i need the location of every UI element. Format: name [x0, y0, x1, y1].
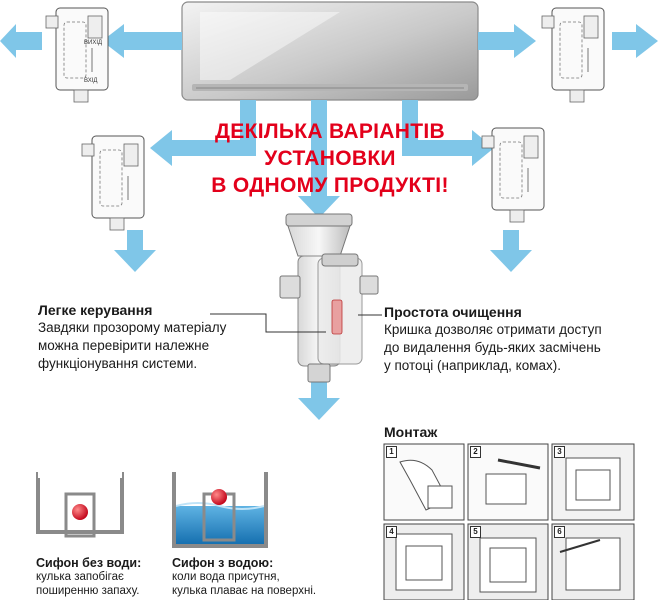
siphon-wet-line-2: кулька плаває на поверхні.: [172, 585, 317, 597]
mounting-step-number: 4: [386, 526, 397, 538]
easy-cleaning-line-3: у потоці (наприклад, комах).: [384, 358, 562, 373]
mounting-step-number: 6: [554, 526, 565, 538]
siphon-wet-diagram: [172, 468, 268, 548]
siphon-dry-line-2: поширенню запаху.: [36, 585, 140, 597]
easy-cleaning-line-1: Кришка дозволяє отримати доступ: [384, 322, 602, 337]
headline: ДЕКІЛЬКА ВАРІАНТІВ УСТАНОВКИ В ОДНОМУ ПР…: [160, 118, 500, 199]
easy-control-line-3: функціонування системи.: [38, 356, 198, 371]
headline-line-1: ДЕКІЛЬКА ВАРІАНТІВ: [215, 120, 445, 143]
mounting-step-number: 2: [470, 446, 481, 458]
easy-cleaning-title: Простота очищення: [384, 304, 522, 320]
siphon-wet-title: Сифон з водою:: [172, 556, 274, 570]
mounting-step-number: 1: [386, 446, 397, 458]
easy-control-line-1: Завдяки прозорому матеріалу: [38, 320, 227, 335]
callout-lines: [210, 313, 382, 333]
air-conditioner-image: [181, 1, 479, 101]
siphon-dry-line-1: кулька запобігає: [36, 571, 124, 583]
mounting-step-number: 5: [470, 526, 481, 538]
easy-cleaning-line-2: до видалення будь-яких засмічень: [384, 340, 601, 355]
easy-cleaning-block: Простота очищення Кришка дозволяє отрима…: [384, 304, 602, 375]
easy-control-line-2: можна перевірити належне: [38, 338, 210, 353]
mounting-steps-grid: [383, 443, 635, 600]
mounting-title: Монтаж: [384, 424, 438, 440]
siphon-product-image: [279, 213, 379, 383]
flow-arrows: [0, 24, 658, 420]
trap-diagram-mid-left: [81, 135, 145, 231]
siphon-wet-block: Сифон з водою: коли вода присутня, кульк…: [172, 556, 316, 598]
headline-line-3: В ОДНОМУ ПРОДУКТІ!: [211, 174, 449, 197]
easy-control-block: Легке керування Завдяки прозорому матері…: [38, 302, 226, 373]
headline-line-2: УСТАНОВКИ: [264, 147, 396, 170]
siphon-dry-title: Сифон без води:: [36, 556, 142, 570]
trap-diagram-top-right: [541, 7, 605, 103]
trap-label-in: ВХІД: [84, 78, 98, 84]
easy-control-title: Легке керування: [38, 302, 153, 318]
trap-label-out: ВИХІД: [84, 40, 103, 46]
trap-diagram-top-left: [45, 7, 109, 103]
mounting-step-number: 3: [554, 446, 565, 458]
siphon-dry-block: Сифон без води: кулька запобігає поширен…: [36, 556, 141, 598]
siphon-dry-diagram: [36, 470, 124, 538]
siphon-wet-line-1: коли вода присутня,: [172, 571, 280, 583]
